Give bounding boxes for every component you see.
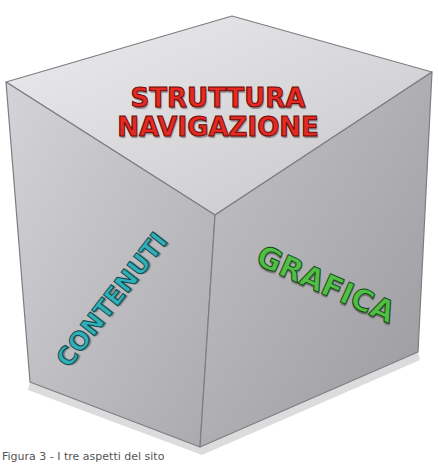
face-label: STRUTTURA NAVIGAZIONE bbox=[98, 84, 338, 141]
face-polygon bbox=[6, 82, 215, 447]
face-polygon bbox=[200, 72, 432, 447]
figure-caption: Figura 3 - I tre aspetti del sito bbox=[2, 450, 167, 463]
